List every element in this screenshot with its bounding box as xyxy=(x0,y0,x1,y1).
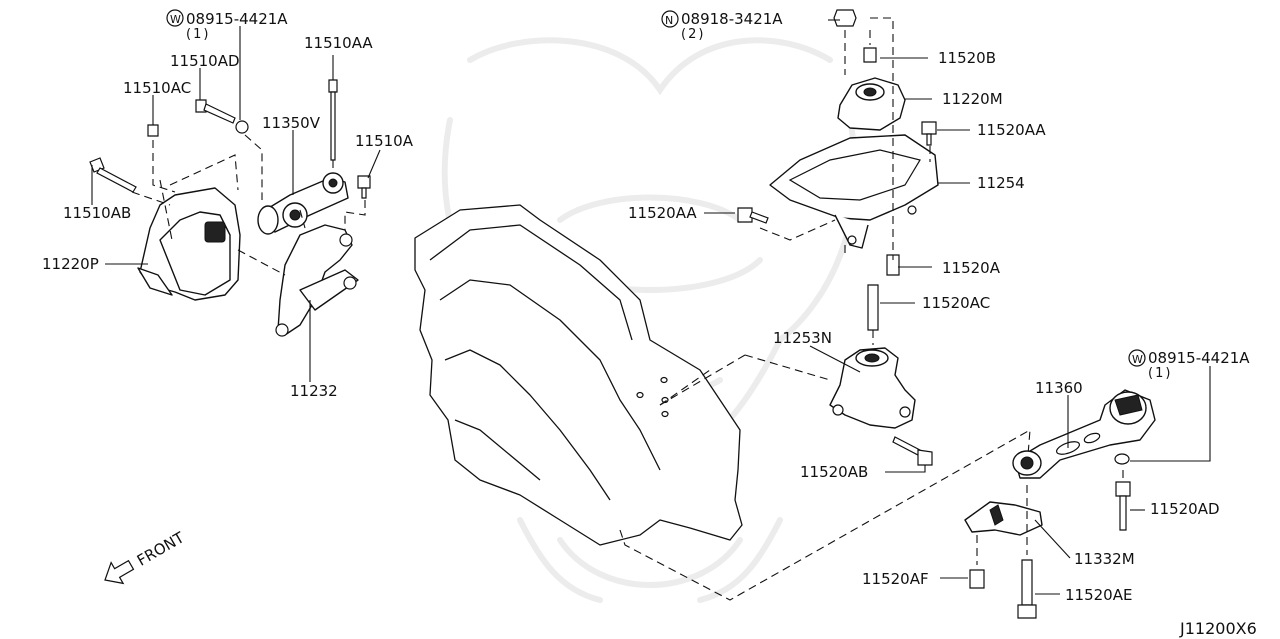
part-label-11220m: 11220M xyxy=(942,90,1003,108)
part-label-11332m: 11332M xyxy=(1074,550,1135,568)
part-label-11520ae: 11520AE xyxy=(1065,586,1132,604)
svg-text:W: W xyxy=(1132,353,1143,366)
torque-rod-11350v xyxy=(257,172,349,235)
transmission-bracket-11254 xyxy=(737,9,939,276)
part-label-11360: 11360 xyxy=(1035,379,1083,397)
part-label-11510ab: 11510AB xyxy=(63,204,131,222)
bracket-guide-lines xyxy=(976,470,1124,565)
left-engine-mount-11220p xyxy=(137,187,241,301)
front-arrow: FRONT xyxy=(104,528,188,585)
lower-torque-rod-11360 xyxy=(1012,389,1156,531)
washer-symbol-1: W xyxy=(166,9,184,27)
part-label-08915-4421a-right: 08915-4421A xyxy=(1148,349,1250,367)
part-label-11520ac: 11520AC xyxy=(922,294,990,312)
part-label-11510ac: 11510AC xyxy=(123,79,191,97)
part-label-11520b: 11520B xyxy=(938,49,996,67)
part-label-11232: 11232 xyxy=(290,382,338,400)
part-label-11510aa: 11510AA xyxy=(304,34,373,52)
front-label: FRONT xyxy=(134,528,188,570)
part-label-11520ab: 11520AB xyxy=(800,463,868,481)
right-engine-mount-11220m xyxy=(837,47,906,131)
part-label-11520af: 11520AF xyxy=(862,570,929,588)
part-label-11520aa-left: 11520AA xyxy=(628,204,697,222)
diagram-code: J11200X6 xyxy=(1179,619,1257,638)
right-guide-lines xyxy=(619,17,1031,601)
part-label-11510a: 11510A xyxy=(355,132,414,150)
part-label-11254: 11254 xyxy=(977,174,1025,192)
washer-symbol-2: W xyxy=(1128,349,1146,367)
part-label-08918-3421a: 08918-3421A xyxy=(681,10,783,28)
part-label-11520a: 11520A xyxy=(942,259,1001,277)
part-label-08915-4421a-left: 08915-4421A xyxy=(186,10,288,28)
svg-text:W: W xyxy=(170,13,181,26)
engine-block xyxy=(414,204,743,546)
part-qty-left: (1) xyxy=(186,27,210,42)
nut-symbol: N xyxy=(661,10,679,28)
leader-lines xyxy=(91,19,1211,595)
left-bracket-11232 xyxy=(275,224,359,337)
part-label-11253n: 11253N xyxy=(773,329,832,347)
left-guide-lines xyxy=(131,134,366,276)
part-label-11220p: 11220P xyxy=(42,255,99,273)
part-qty-right: (1) xyxy=(1148,366,1172,381)
svg-text:N: N xyxy=(665,14,673,27)
part-label-11510ad: 11510AD xyxy=(170,52,240,70)
engine-bracket-11253n xyxy=(829,284,933,466)
part-label-11520ad: 11520AD xyxy=(1150,500,1220,518)
part-label-11520aa-right: 11520AA xyxy=(977,121,1046,139)
bracket-11332m xyxy=(964,501,1043,619)
part-label-11350v: 11350V xyxy=(262,114,321,132)
part-qty-top-right: (2) xyxy=(681,27,705,42)
